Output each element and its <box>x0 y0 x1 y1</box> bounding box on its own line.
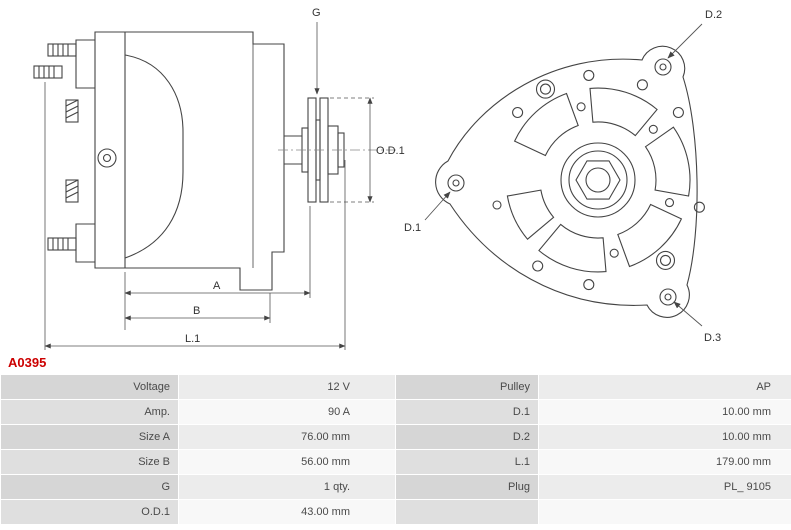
rear-bearing-boss <box>97 148 117 168</box>
dim-label-d3: D.3 <box>704 332 721 344</box>
spec-label-l1: L.1 <box>395 449 539 475</box>
alternator-diagram: G O.D.1 A B L.1 <box>33 7 722 350</box>
side-view <box>33 31 345 291</box>
front-view <box>435 45 705 318</box>
dim-od1-extensions <box>330 97 374 203</box>
hub-ring-outer <box>560 142 636 218</box>
ear-hole-d1 <box>447 174 465 192</box>
spec-value-plug: PL_ 9105 <box>538 474 791 500</box>
table-row: G 1 qty. Plug PL_ 9105 <box>0 474 791 500</box>
spec-label-voltage: Voltage <box>0 374 179 400</box>
ear-hole-d3 <box>659 288 677 306</box>
spec-label-plug: Plug <box>395 474 539 500</box>
leader-d1 <box>424 191 451 221</box>
table-row: Amp. 90 A D.1 10.00 mm <box>0 399 791 425</box>
dim-l1-extensions <box>44 82 346 350</box>
bolt-top-1 <box>47 43 77 57</box>
dim-label-b: B <box>193 305 200 317</box>
left-boss-1 <box>65 99 79 123</box>
spec-label-size-b: Size B <box>0 449 179 475</box>
part-number: A0395 <box>8 355 47 370</box>
shaft-end <box>585 167 611 193</box>
spec-value-g: 1 qty. <box>178 474 396 500</box>
bolt-top-2 <box>33 65 63 79</box>
spec-label-size-a: Size A <box>0 424 179 450</box>
mount-lug-top <box>75 39 95 89</box>
spec-value-pulley: AP <box>538 374 791 400</box>
spec-value-amp: 90 A <box>178 399 396 425</box>
leader-lines <box>424 23 703 327</box>
mount-lug-bottom <box>75 223 95 263</box>
dim-label-g: G <box>312 7 321 19</box>
spec-value-d2: 10.00 mm <box>538 424 791 450</box>
spec-label-g: G <box>0 474 179 500</box>
technical-drawing: G O.D.1 A B L.1 <box>33 7 722 350</box>
spec-value-size-a: 76.00 mm <box>178 424 396 450</box>
dim-label-a: A <box>213 280 221 292</box>
spec-label-amp: Amp. <box>0 399 179 425</box>
rotor-contour <box>124 54 184 259</box>
spec-label-od1: O.D.1 <box>0 499 179 525</box>
leader-d3 <box>673 301 703 327</box>
spec-value-l1: 179.00 mm <box>538 449 791 475</box>
table-row: Size B 56.00 mm L.1 179.00 mm <box>0 449 791 475</box>
table-row: Voltage 12 V Pulley AP <box>0 374 791 400</box>
dim-label-d1: D.1 <box>404 222 421 234</box>
bolt-bottom <box>47 237 77 251</box>
leader-d2 <box>667 23 703 59</box>
spec-label-d2: D.2 <box>395 424 539 450</box>
spec-value-voltage: 12 V <box>178 374 396 400</box>
dim-label-od1: O.D.1 <box>376 145 405 157</box>
spec-label-d1: D.1 <box>395 399 539 425</box>
ear-hole-d2 <box>654 58 672 76</box>
dim-label-l1: L.1 <box>185 333 200 345</box>
hub-ring-inner <box>568 150 628 210</box>
table-row: Size A 76.00 mm D.2 10.00 mm <box>0 424 791 450</box>
spec-value-size-b: 56.00 mm <box>178 449 396 475</box>
spec-value-empty <box>538 499 791 525</box>
dimension-lines <box>44 22 374 350</box>
left-boss-2 <box>65 179 79 203</box>
shaft-nut <box>575 160 621 200</box>
spec-value-d1: 10.00 mm <box>538 399 791 425</box>
mounting-holes <box>492 69 705 291</box>
spec-label-pulley: Pulley <box>395 374 539 400</box>
spec-value-od1: 43.00 mm <box>178 499 396 525</box>
dim-label-d2: D.2 <box>705 9 722 21</box>
body-outline <box>94 31 285 291</box>
vent-slots <box>506 87 691 273</box>
front-outline <box>435 45 698 318</box>
spec-label-empty <box>395 499 539 525</box>
table-row: O.D.1 43.00 mm <box>0 499 791 525</box>
spec-table: Voltage 12 V Pulley AP Amp. 90 A D.1 10.… <box>0 374 791 525</box>
